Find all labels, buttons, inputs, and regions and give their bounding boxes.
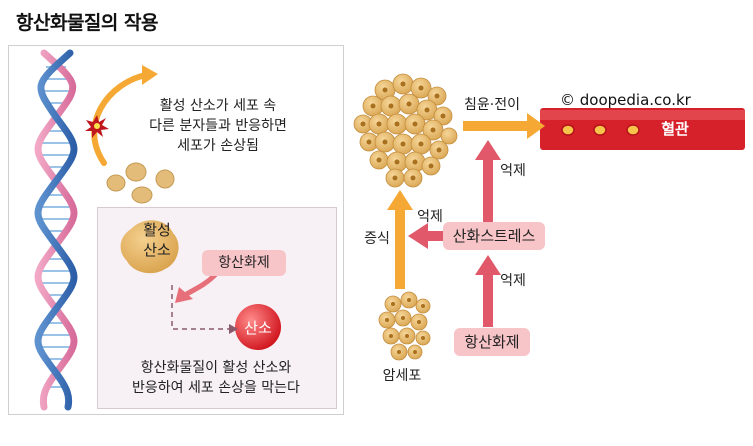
suppress-arrow-bottom	[483, 272, 493, 327]
oxygen-label: 산소	[244, 319, 272, 337]
page-title: 항산화물질의 작용	[16, 12, 158, 34]
suppress-label-middle: 억제	[417, 209, 443, 225]
caption-line-2: 다른 분자들과 반응하면	[149, 118, 287, 134]
reaction-burst-icon	[85, 115, 109, 138]
oxygen-ball	[235, 304, 281, 350]
metastasis-label: 침윤·전이	[464, 97, 520, 113]
blood-vessel-label: 혈관	[661, 120, 689, 138]
dna-helix	[34, 49, 78, 411]
copyright-text: © doopedia.co.kr	[560, 91, 691, 109]
invasion-arrow	[463, 121, 533, 131]
caption-line-3: 세포가 손상됨	[177, 138, 259, 154]
bottom-caption-1: 항산화물질이 활성 산소와	[140, 360, 292, 376]
pink-curved-arrow	[182, 272, 218, 298]
caption-line-1: 활성 산소가 세포 속	[159, 98, 277, 114]
tumor-nuclei	[360, 81, 446, 181]
antioxidant-pill-right: 항산화제	[454, 328, 530, 356]
bottom-caption-2: 반응하여 세포 손상을 막는다	[132, 380, 300, 396]
ros-blob	[120, 220, 179, 274]
proliferation-label: 증식	[364, 231, 390, 247]
ros-label-1: 활성	[143, 221, 171, 239]
dna-illustration	[34, 49, 175, 411]
dashed-arrow	[171, 285, 229, 330]
blood-vessel	[540, 108, 745, 150]
antioxidant-pill-left: 항산화제	[202, 250, 286, 276]
suppress-label-top: 억제	[500, 163, 526, 179]
proliferation-arrow	[395, 205, 405, 289]
suppress-label-bottom: 억제	[500, 273, 526, 289]
oxidative-stress-pill: 산화스트레스	[443, 222, 545, 250]
cancer-cell-label: 암세포	[382, 368, 422, 384]
tumor-cluster	[353, 73, 458, 188]
antioxidant-diagram	[120, 220, 281, 350]
cancer-cell-cluster	[378, 291, 431, 361]
cell-fragments	[106, 162, 175, 204]
cancer-diagram	[353, 73, 745, 361]
suppress-arrow-left	[425, 231, 455, 241]
ros-label-2: 산소	[143, 241, 171, 259]
suppress-arrow-top	[483, 155, 493, 238]
curved-arrow	[91, 72, 149, 166]
